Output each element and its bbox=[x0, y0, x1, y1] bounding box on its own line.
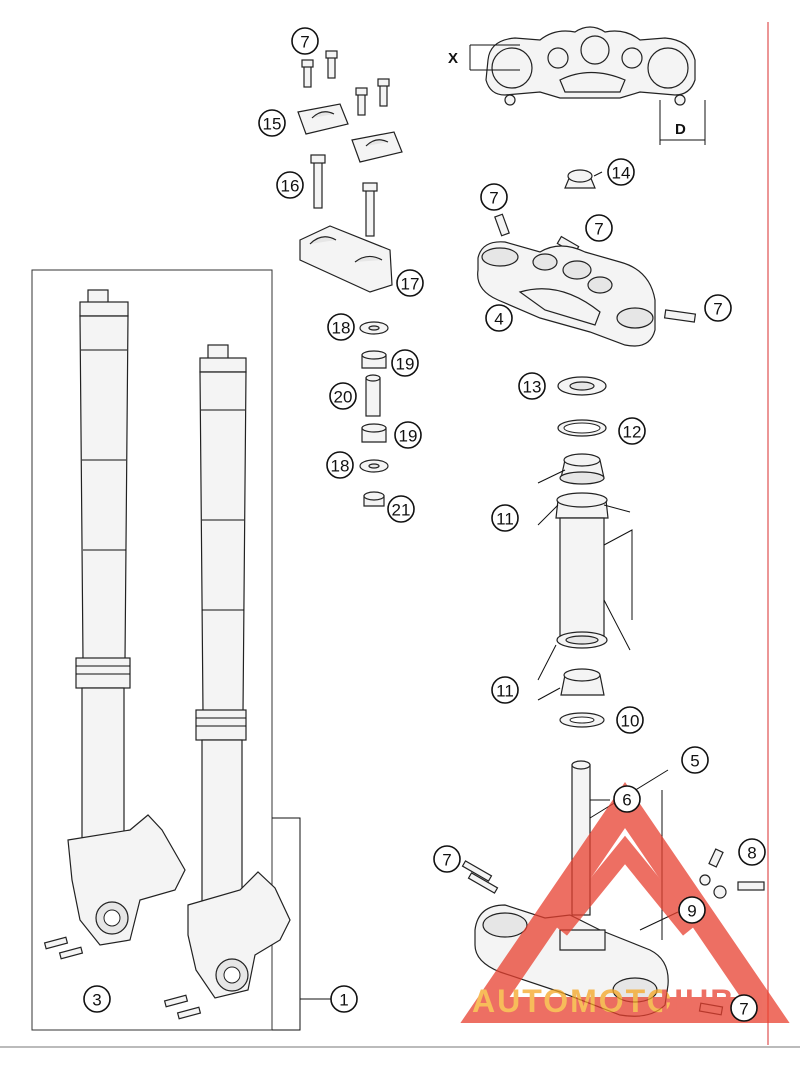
callout-12: 12 bbox=[618, 417, 646, 445]
handlebar-clamp-bolts bbox=[301, 50, 390, 116]
callout-8: 8 bbox=[738, 838, 766, 866]
callout-20: 20 bbox=[329, 382, 357, 410]
callout-16: 16 bbox=[276, 171, 304, 199]
callout-7: 7 bbox=[480, 183, 508, 211]
callout-number: 4 bbox=[494, 310, 503, 329]
fork-assembly-frame bbox=[31, 269, 273, 1031]
right-fork-leg bbox=[163, 344, 291, 1020]
callout-11: 11 bbox=[491, 504, 519, 532]
callout-number: 15 bbox=[263, 115, 282, 134]
callout-number: 8 bbox=[747, 844, 756, 863]
callout-number: 7 bbox=[442, 851, 451, 870]
callout-group: 7151617181920191821147747131211111056879… bbox=[83, 27, 766, 1022]
watermark-text-automoto: AUTOMOTO bbox=[472, 983, 673, 1019]
callout-number: 7 bbox=[489, 189, 498, 208]
callout-number: 17 bbox=[401, 275, 420, 294]
handlebar-upper-clamps bbox=[297, 103, 403, 163]
callout-21: 21 bbox=[387, 495, 415, 523]
left-fork-leg bbox=[43, 289, 186, 960]
callout-number: 5 bbox=[690, 752, 699, 771]
handlebar-lower-clamp bbox=[299, 225, 393, 293]
callout-number: 9 bbox=[687, 902, 696, 921]
dimension-d-label: D bbox=[675, 121, 686, 138]
upper-clamp-dimension-drawing: X D bbox=[448, 26, 706, 145]
callout-number: 3 bbox=[92, 991, 101, 1010]
callout-7: 7 bbox=[291, 27, 319, 55]
callout-number: 21 bbox=[392, 501, 411, 520]
callout-1: 1 bbox=[330, 985, 358, 1013]
callout-15: 15 bbox=[258, 109, 286, 137]
callout-7: 7 bbox=[585, 214, 613, 242]
callout-17: 17 bbox=[396, 269, 424, 297]
callout-number: 10 bbox=[621, 712, 640, 731]
callout-number: 16 bbox=[281, 177, 300, 196]
upper-triple-clamp bbox=[477, 169, 697, 347]
callout-9: 9 bbox=[678, 896, 706, 924]
damper-stack bbox=[359, 321, 389, 507]
callout-18: 18 bbox=[327, 313, 355, 341]
callout-number: 19 bbox=[399, 427, 418, 446]
callout-number: 7 bbox=[739, 1000, 748, 1019]
callout-number: 11 bbox=[496, 510, 514, 529]
callout-number: 18 bbox=[331, 457, 350, 476]
callout-number: 11 bbox=[496, 682, 514, 701]
callout-3: 3 bbox=[83, 985, 111, 1013]
callout-number: 19 bbox=[396, 355, 415, 374]
callout-4: 4 bbox=[485, 304, 513, 332]
watermark-text-hub: HUB bbox=[660, 983, 735, 1019]
callout-19: 19 bbox=[394, 421, 422, 449]
callout-number: 18 bbox=[332, 319, 351, 338]
callout-13: 13 bbox=[518, 372, 546, 400]
callout-number: 12 bbox=[623, 423, 642, 442]
callout-number: 6 bbox=[622, 791, 631, 810]
callout-5: 5 bbox=[681, 746, 709, 774]
callout-7: 7 bbox=[704, 294, 732, 322]
callout-10: 10 bbox=[616, 706, 644, 734]
long-bolts-16 bbox=[310, 154, 378, 237]
steering-bearing-stack bbox=[555, 376, 633, 728]
callout-11: 11 bbox=[491, 676, 519, 704]
callout-19: 19 bbox=[391, 349, 419, 377]
callout-number: 7 bbox=[594, 220, 603, 239]
callout-6: 6 bbox=[613, 785, 641, 813]
callout-number: 14 bbox=[612, 164, 631, 183]
callout-number: 1 bbox=[339, 991, 348, 1010]
callout-number: 13 bbox=[523, 378, 542, 397]
callout-number: 20 bbox=[334, 388, 353, 407]
callout-7: 7 bbox=[433, 845, 461, 873]
callout-number: 7 bbox=[300, 33, 309, 52]
callout-7: 7 bbox=[730, 994, 758, 1022]
callout-14: 14 bbox=[607, 158, 635, 186]
callout-number: 7 bbox=[713, 300, 722, 319]
dimension-x-label: X bbox=[448, 50, 458, 67]
callout-18: 18 bbox=[326, 451, 354, 479]
